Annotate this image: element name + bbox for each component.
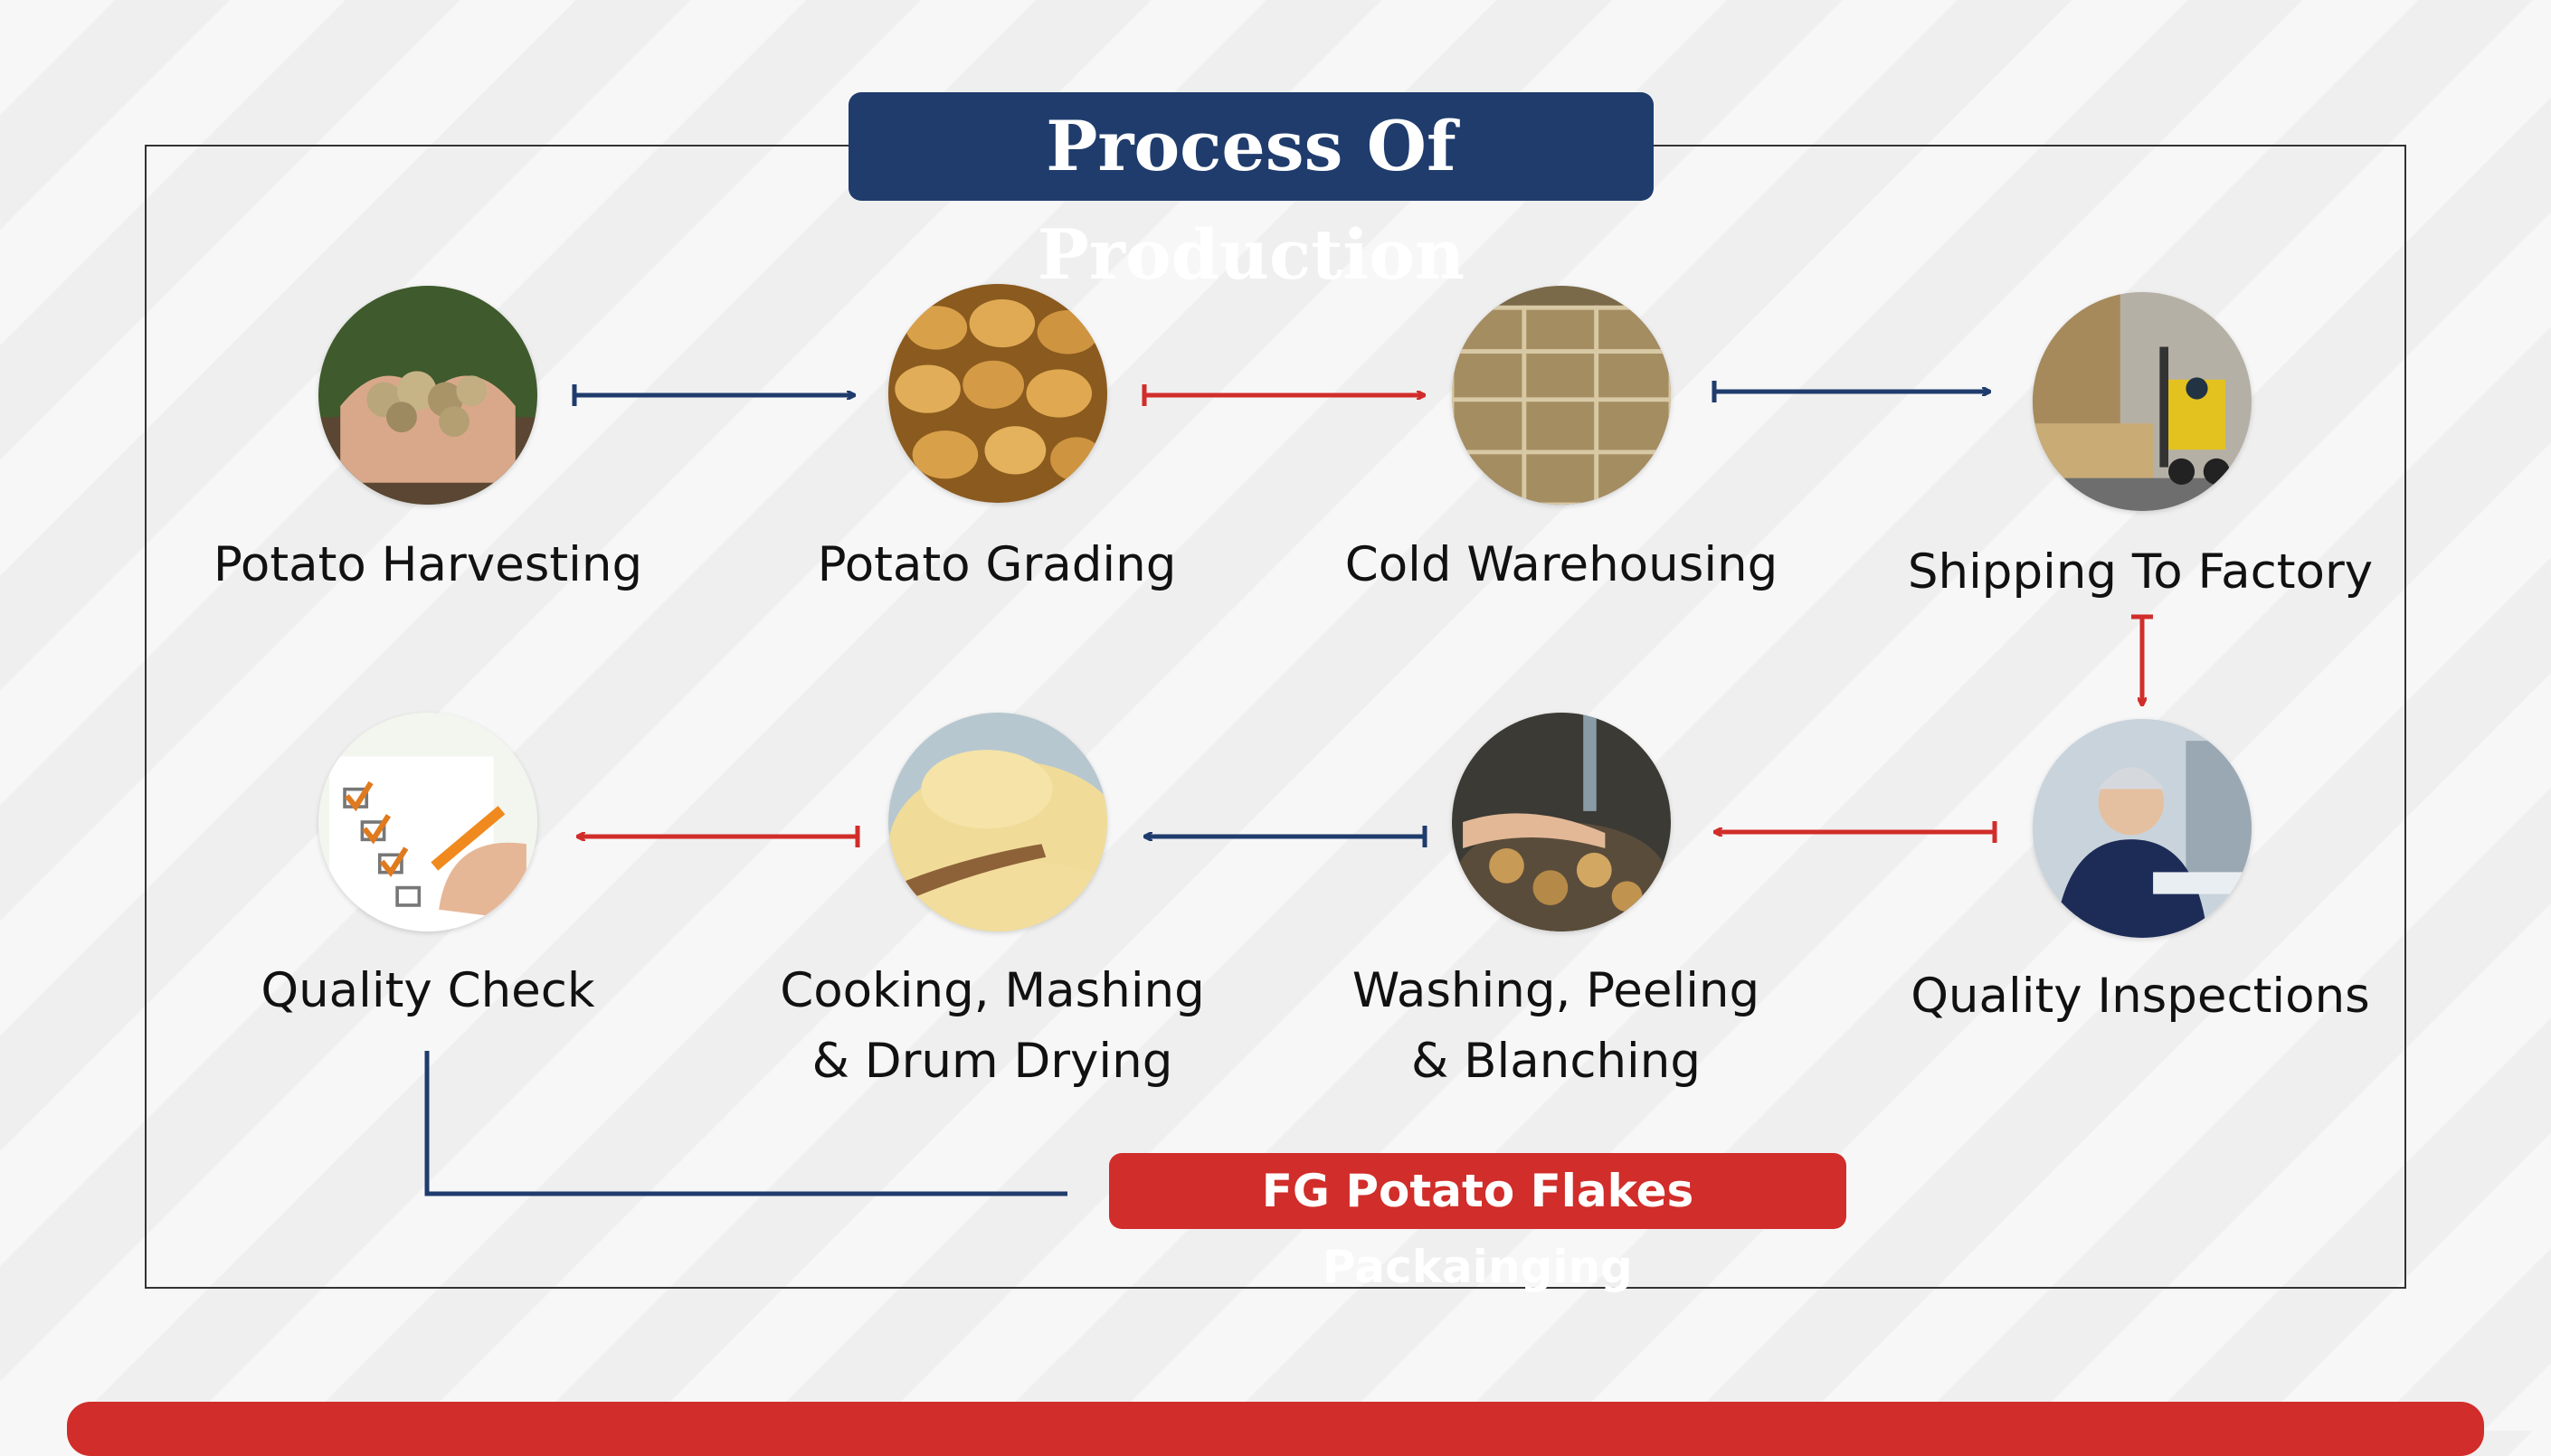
warehouse-crates-image bbox=[1452, 286, 1671, 505]
harvest-hands-image bbox=[318, 286, 537, 505]
connector-quality-check-to-packaging bbox=[424, 1051, 1067, 1196]
washing-image bbox=[1452, 713, 1671, 931]
arrow-inspection-to-washing bbox=[1714, 821, 1997, 843]
footer-bar bbox=[67, 1402, 2484, 1456]
step-label-shipping: Shipping To Factory bbox=[1907, 544, 2374, 600]
arrow-washing-to-cooking bbox=[1144, 826, 1427, 847]
step-label-cooking: Cooking, Mashing & Drum Drying bbox=[780, 963, 1205, 1089]
mashed-potato-image bbox=[888, 713, 1107, 931]
page-title: Process Of Production bbox=[849, 92, 1654, 295]
step-label-warehousing: Cold Warehousing bbox=[1344, 537, 1778, 592]
forklift-image bbox=[2033, 292, 2252, 511]
step-label-harvesting: Potato Harvesting bbox=[213, 537, 643, 592]
arrow-cooking-to-quality-check bbox=[577, 826, 860, 847]
arrow-shipping-to-inspection bbox=[2131, 614, 2153, 705]
step-label-washing: Washing, Peeling & Blanching bbox=[1351, 963, 1760, 1089]
arrow-harvest-to-grading bbox=[572, 384, 855, 406]
step-label-grading: Potato Grading bbox=[817, 537, 1177, 592]
step-label-inspections: Quality Inspections bbox=[1911, 969, 2370, 1024]
final-step-packaging: FG Potato Flakes Packainging bbox=[1109, 1153, 1846, 1293]
arrow-grading-to-warehouse bbox=[1142, 384, 1425, 406]
checklist-image bbox=[318, 713, 537, 931]
potatoes-image bbox=[888, 284, 1107, 503]
arrow-warehouse-to-shipping bbox=[1712, 381, 1990, 402]
step-label-quality-check: Quality Check bbox=[261, 963, 595, 1018]
inspector-image bbox=[2033, 719, 2252, 938]
